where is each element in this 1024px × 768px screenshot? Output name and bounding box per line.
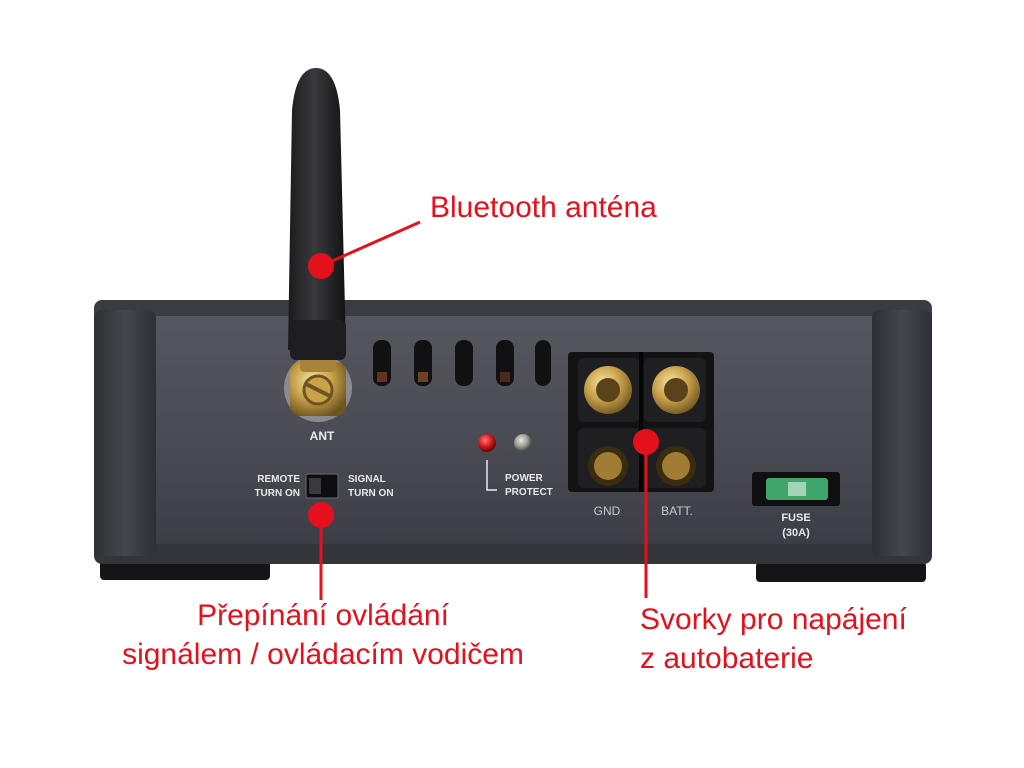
antenna-connector[interactable] [284,352,352,422]
batt-screw[interactable] [652,366,700,414]
antenna-callout-line: Bluetooth anténa [430,191,657,224]
signal-label-1: SIGNAL [348,474,386,485]
switch-callout-pointer [308,502,334,600]
switch-callout-line-2: signálem / ovládacím vodičem [122,638,524,671]
terminals-callout-line-2: z autobaterie [640,642,814,675]
terminals-callout-pointer [633,429,659,598]
vent-slot [455,340,473,386]
gnd-screw[interactable] [584,366,632,414]
gnd-socket[interactable] [588,446,628,486]
remote-label-1: REMOTE [257,474,300,485]
mode-switch[interactable] [305,473,339,499]
bluetooth-antenna [288,68,346,350]
antenna-callout-pointer [308,220,421,279]
power-label: POWER [505,473,544,484]
vent-slots [373,340,551,386]
fuse-rating: (30A) [782,527,810,539]
ant-label: ANT [310,429,335,443]
batt-label: BATT. [661,504,693,518]
gnd-label: GND [594,504,621,518]
batt-socket[interactable] [656,446,696,486]
terminals-callout: Svorky pro napájení z autobaterie [640,600,907,678]
switch-callout-line-1: Přepínání ovládání [197,599,449,632]
protect-led [514,434,532,452]
chassis-bottom [94,540,932,564]
antenna-callout: Bluetooth anténa [430,188,657,227]
fuse[interactable] [752,472,840,506]
power-led [478,434,496,452]
fuse-label: FUSE [781,512,810,524]
led-bracket [486,460,497,491]
foot-right [756,562,926,582]
protect-label: PROTECT [505,487,553,498]
foot-left [100,560,270,580]
terminals-callout-line-1: Svorky pro napájení [640,603,907,636]
signal-label-2: TURN ON [348,488,394,499]
switch-callout: Přepínání ovládání signálem / ovládacím … [108,596,538,674]
vent-slot [535,340,551,386]
remote-label-2: TURN ON [254,488,300,499]
chassis-side-left [94,310,156,556]
chassis-side-right [872,310,932,556]
